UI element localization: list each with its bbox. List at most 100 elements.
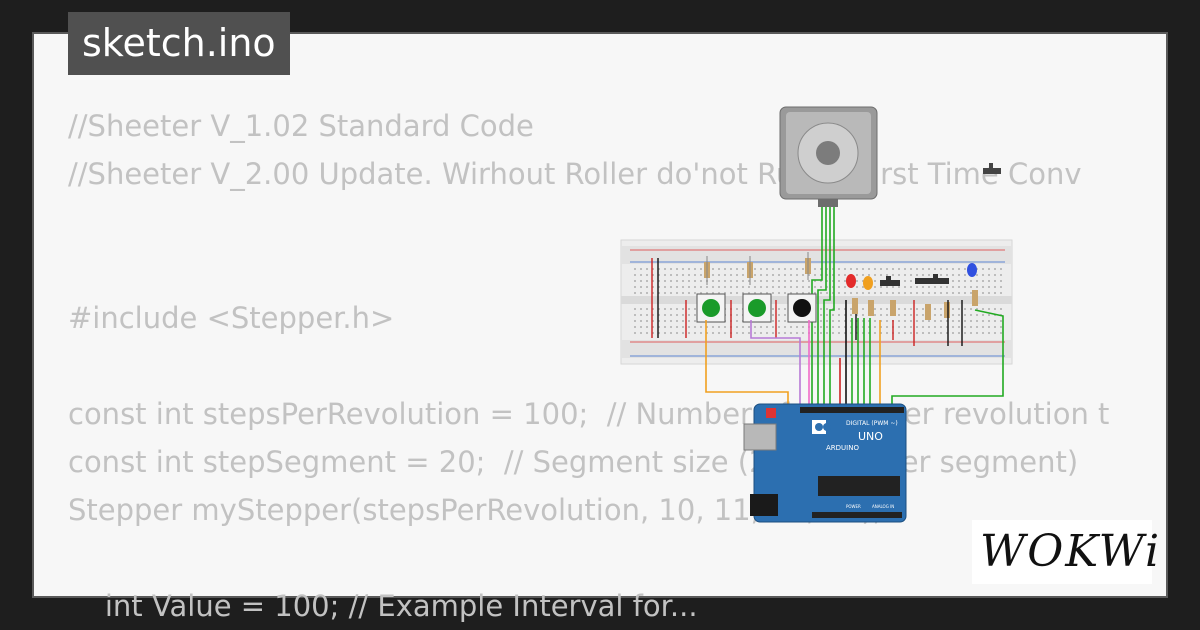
breadboard-hole (634, 308, 636, 310)
breadboard-hole (766, 292, 768, 294)
breadboard-hole (766, 268, 768, 270)
led-blue[interactable] (967, 263, 977, 277)
breadboard-hole (808, 280, 810, 282)
breadboard-hole (916, 314, 918, 316)
stepper-motor[interactable] (779, 106, 878, 207)
breadboard-hole (784, 286, 786, 288)
breadboard-hole (790, 280, 792, 282)
breadboard-hole (964, 332, 966, 334)
breadboard-hole (718, 332, 720, 334)
breadboard-hole (670, 292, 672, 294)
breadboard-hole (796, 292, 798, 294)
breadboard-hole (778, 274, 780, 276)
breadboard-hole (814, 286, 816, 288)
breadboard-hole (844, 292, 846, 294)
breadboard-hole (652, 314, 654, 316)
breadboard-hole (718, 292, 720, 294)
breadboard-hole (634, 332, 636, 334)
breadboard-hole (994, 286, 996, 288)
breadboard-hole (910, 292, 912, 294)
breadboard-hole (898, 332, 900, 334)
breadboard-hole (646, 292, 648, 294)
breadboard-hole (640, 326, 642, 328)
breadboard-hole (994, 308, 996, 310)
breadboard-hole (640, 280, 642, 282)
breadboard-hole (676, 274, 678, 276)
breadboard-hole (814, 274, 816, 276)
breadboard-hole (970, 320, 972, 322)
breadboard-hole (982, 268, 984, 270)
breadboard-hole (940, 314, 942, 316)
push-button-1[interactable] (696, 293, 726, 323)
breadboard-hole (874, 268, 876, 270)
slide-switch-1[interactable] (880, 276, 900, 286)
breadboard-hole (988, 314, 990, 316)
breadboard-hole (712, 326, 714, 328)
breadboard-hole (898, 314, 900, 316)
slide-switch-2[interactable] (915, 274, 949, 284)
breadboard-hole (736, 308, 738, 310)
breadboard-hole (862, 308, 864, 310)
breadboard-hole (850, 320, 852, 322)
breadboard-hole (658, 320, 660, 322)
breadboard-hole (976, 268, 978, 270)
arduino-uno-board[interactable]: DIGITAL (PWM ~) UNO ARDUINO POWER ANALOG… (743, 403, 907, 523)
breadboard-hole (664, 280, 666, 282)
breadboard-hole (832, 274, 834, 276)
breadboard-hole (670, 268, 672, 270)
breadboard-hole (874, 314, 876, 316)
breadboard-hole (982, 314, 984, 316)
breadboard-hole (1000, 308, 1002, 310)
breadboard-hole (712, 332, 714, 334)
breadboard-hole (658, 274, 660, 276)
breadboard-hole (682, 286, 684, 288)
led-orange[interactable] (863, 276, 873, 290)
breadboard-hole (796, 280, 798, 282)
breadboard-hole (778, 320, 780, 322)
breadboard-hole (736, 280, 738, 282)
breadboard-hole (922, 268, 924, 270)
breadboard-hole (796, 332, 798, 334)
breadboard-hole (910, 268, 912, 270)
breadboard-hole (736, 320, 738, 322)
breadboard-hole (670, 332, 672, 334)
breadboard-hole (862, 274, 864, 276)
breadboard-hole (682, 280, 684, 282)
breadboard-hole (736, 292, 738, 294)
breadboard-hole (808, 292, 810, 294)
breadboard-hole (748, 280, 750, 282)
breadboard-hole (688, 326, 690, 328)
breadboard-hole (694, 268, 696, 270)
breadboard-hole (658, 286, 660, 288)
file-tab[interactable]: sketch.ino (68, 12, 290, 75)
breadboard-hole (634, 268, 636, 270)
breadboard-hole (826, 326, 828, 328)
breadboard-hole (784, 332, 786, 334)
breadboard-hole (940, 292, 942, 294)
push-button-3[interactable] (787, 293, 817, 323)
breadboard-hole (718, 280, 720, 282)
push-button-2[interactable] (742, 293, 772, 323)
breadboard-hole (916, 332, 918, 334)
breadboard-hole (838, 308, 840, 310)
breadboard-hole (772, 314, 774, 316)
breadboard-hole (946, 332, 948, 334)
breadboard-hole (748, 286, 750, 288)
breadboard-hole (886, 274, 888, 276)
breadboard-hole (712, 286, 714, 288)
breadboard-hole (928, 274, 930, 276)
breadboard-hole (850, 332, 852, 334)
breadboard-hole (796, 268, 798, 270)
breadboard-hole (850, 308, 852, 310)
breadboard-hole (904, 308, 906, 310)
led-red[interactable] (846, 274, 856, 288)
breadboard-hole (922, 308, 924, 310)
breadboard-hole (952, 292, 954, 294)
breadboard-hole (844, 332, 846, 334)
breadboard-hole (826, 332, 828, 334)
breadboard-hole (802, 332, 804, 334)
breadboard-hole (694, 308, 696, 310)
breadboard-hole (658, 292, 660, 294)
breadboard-hole (898, 326, 900, 328)
breadboard-hole (874, 292, 876, 294)
